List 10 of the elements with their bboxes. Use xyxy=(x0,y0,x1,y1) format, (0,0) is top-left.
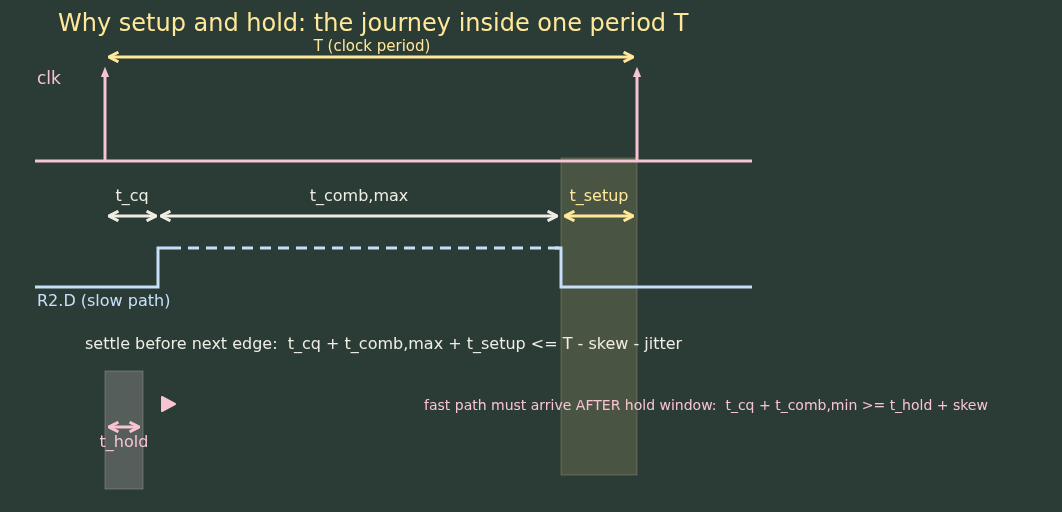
timing-label: T (clock period) xyxy=(313,36,431,56)
timing-label: settle before next edge: t_cq + t_comb,max + t_setup <= T - skew - jitter xyxy=(85,334,683,354)
diagram-title: Why setup and hold: the journey inside one period T xyxy=(58,8,689,38)
timing-label: clk xyxy=(37,68,61,88)
timing-label: t_comb,max xyxy=(309,186,409,206)
timing-label: t_setup xyxy=(569,186,629,206)
timing-label: t_cq xyxy=(115,186,149,206)
timing-label: R2.D (slow path) xyxy=(37,291,171,311)
timing-label: t_hold xyxy=(99,432,149,452)
timing-label: fast path must arrive AFTER hold window: t_cq + t_comb,min >= t_hold + skew xyxy=(424,396,988,415)
